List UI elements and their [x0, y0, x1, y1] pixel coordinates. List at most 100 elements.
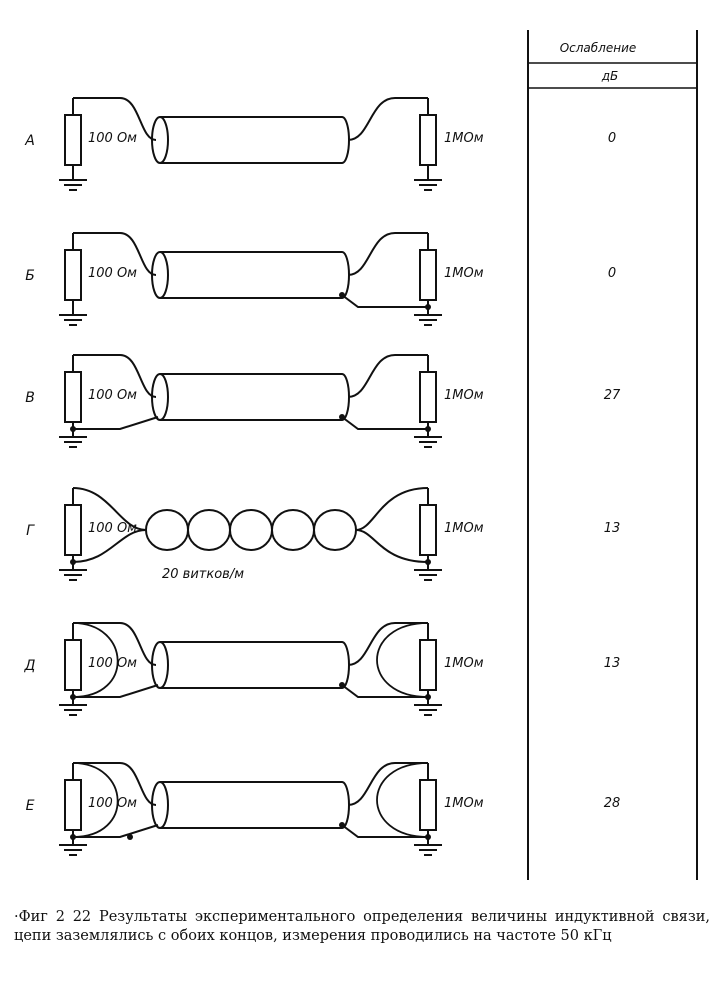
- row-label: Е: [26, 798, 35, 814]
- twist-loop: [271, 509, 315, 551]
- cable-end-right: [341, 373, 350, 421]
- right-inner-wire: [347, 762, 428, 806]
- left-resistor-value: 100 Ом: [88, 796, 137, 811]
- row-label: Д: [24, 658, 36, 674]
- junction-right: [425, 426, 431, 432]
- left-ground: [59, 179, 87, 191]
- right-resistor: [419, 249, 437, 301]
- attenuation-value: 28: [604, 796, 621, 811]
- left-resistor-value: 100 Ом: [88, 131, 137, 146]
- right-ground: [414, 314, 442, 326]
- left-resistor-value: 100 Ом: [88, 656, 137, 671]
- cable-end-right: [341, 251, 350, 299]
- table-header: Ослабление: [560, 41, 637, 55]
- twisted-pair: [145, 509, 357, 551]
- left-inner-wire: [73, 762, 157, 806]
- attenuation-value: 0: [608, 131, 616, 146]
- left-return-wire: [72, 762, 119, 838]
- twist-loop: [313, 509, 357, 551]
- row-label: Г: [26, 523, 35, 539]
- right-ground: [414, 569, 442, 581]
- right-resistor: [419, 371, 437, 423]
- left-bottom-wire: [72, 529, 147, 563]
- junction-left: [70, 559, 76, 565]
- attenuation-value: 27: [604, 388, 621, 403]
- circuit-row-1: А 100 Ом 1МОм 0: [24, 97, 616, 191]
- circuit-row-2: Б 100 Ом 1МОм 0: [25, 232, 616, 326]
- twist-note: 20 витков/м: [162, 567, 244, 582]
- shield-junction-right: [339, 822, 345, 828]
- right-resistor-value: 1МОм: [444, 131, 484, 146]
- right-resistor-value: 1МОм: [444, 521, 484, 536]
- right-resistor: [419, 114, 437, 166]
- cable-body: [160, 116, 342, 164]
- right-return-wire: [376, 762, 429, 838]
- twist-loop: [145, 509, 189, 551]
- right-resistor-value: 1МОм: [444, 266, 484, 281]
- circuit-row-5: Д 100 Ом 1МОм 13: [24, 622, 621, 716]
- twist-loop: [229, 509, 273, 551]
- left-resistor-value: 100 Ом: [88, 388, 137, 403]
- right-shield-wire: [341, 824, 428, 838]
- right-resistor-value: 1МОм: [444, 656, 484, 671]
- extra-junction: [127, 834, 133, 840]
- right-shield-wire: [341, 416, 428, 430]
- left-resistor: [64, 639, 82, 691]
- right-resistor-value: 1МОм: [444, 796, 484, 811]
- right-shield-wire: [341, 684, 428, 698]
- left-return-wire: [72, 622, 119, 698]
- attenuation-value: 13: [604, 656, 621, 671]
- cable-body: [160, 641, 342, 689]
- cable-end-right: [341, 116, 350, 164]
- left-ground: [59, 436, 87, 448]
- coax-cable: [151, 116, 350, 164]
- left-ground: [59, 314, 87, 326]
- left-inner-wire: [73, 622, 157, 666]
- attenuation-value: 0: [608, 266, 616, 281]
- left-resistor: [64, 249, 82, 301]
- row-label: Б: [25, 268, 35, 284]
- left-ground: [59, 569, 87, 581]
- row-label: В: [25, 390, 35, 406]
- left-resistor: [64, 504, 82, 556]
- left-resistor-value: 100 Ом: [88, 521, 137, 536]
- circuit-row-3: В 100 Ом 1МОм 27: [25, 354, 621, 448]
- cable-body: [160, 781, 342, 829]
- junction-right: [425, 304, 431, 310]
- left-resistor-value: 100 Ом: [88, 266, 137, 281]
- right-ground: [414, 844, 442, 856]
- right-return-wire: [376, 622, 429, 698]
- left-top-wire: [72, 487, 147, 531]
- shield-junction-right: [339, 682, 345, 688]
- left-resistor: [64, 114, 82, 166]
- left-shield-wire: [73, 824, 159, 838]
- right-ground: [414, 704, 442, 716]
- right-resistor-value: 1МОм: [444, 388, 484, 403]
- right-resistor: [419, 639, 437, 691]
- left-inner-wire: [73, 232, 157, 276]
- right-bottom-wire: [355, 529, 429, 563]
- cable-end-right: [341, 781, 350, 829]
- coax-cable: [151, 641, 350, 689]
- right-top-wire: [355, 487, 429, 531]
- right-inner-wire: [347, 232, 428, 276]
- right-inner-wire: [347, 622, 428, 666]
- figure-caption: ·Фиг 2 22 Результаты экспериментального …: [14, 909, 710, 944]
- left-inner-wire: [73, 354, 157, 398]
- left-resistor: [64, 779, 82, 831]
- junction-left: [70, 426, 76, 432]
- junction-right: [425, 559, 431, 565]
- left-ground: [59, 844, 87, 856]
- cable-end-right: [341, 641, 350, 689]
- right-ground: [414, 436, 442, 448]
- shield-junction-right: [339, 414, 345, 420]
- table-unit: дБ: [601, 69, 619, 83]
- left-shield-wire: [73, 416, 159, 430]
- left-shield-wire: [73, 684, 159, 698]
- right-resistor: [419, 779, 437, 831]
- shield-junction-right: [339, 292, 345, 298]
- row-label: А: [24, 133, 35, 149]
